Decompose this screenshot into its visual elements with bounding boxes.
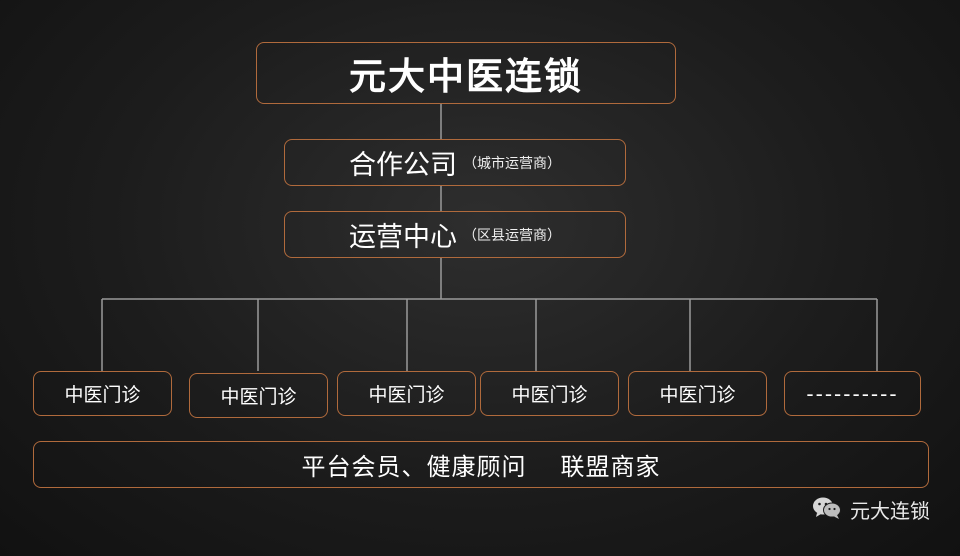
clinic-node-2: 中医门诊 (189, 373, 328, 418)
watermark: 元大连锁 (812, 495, 930, 524)
operation-center-label: 运营中心 (349, 222, 457, 253)
wechat-icon (812, 496, 842, 524)
clinic-label: 中医门诊 (64, 384, 141, 406)
bottom-left-label: 平台会员、健康顾问 (301, 453, 527, 481)
clinic-node-1: 中医门诊 (33, 371, 172, 416)
bottom-right-label: 联盟商家 (560, 453, 661, 481)
clinic-node-3: 中医门诊 (337, 371, 476, 416)
partner-company-note: （城市运营商） (463, 155, 561, 172)
top-node-yuanda-tcm-chain: 元大中医连锁 (256, 42, 676, 104)
clinic-label: 中医门诊 (511, 384, 588, 406)
clinic-node-placeholder: ---------- (784, 371, 921, 416)
bottom-node-members-and-merchants: 平台会员、健康顾问 联盟商家 (33, 441, 929, 488)
clinic-label: 中医门诊 (368, 384, 445, 406)
placeholder-dashes: ---------- (806, 381, 899, 406)
node-operation-center: 运营中心 （区县运营商） (284, 211, 626, 258)
clinic-node-5: 中医门诊 (628, 371, 767, 416)
operation-center-note: （区县运营商） (463, 227, 561, 244)
clinic-node-4: 中医门诊 (480, 371, 619, 416)
node-partner-company: 合作公司 （城市运营商） (284, 139, 626, 186)
top-node-label: 元大中医连锁 (349, 55, 583, 98)
clinic-label: 中医门诊 (659, 384, 736, 406)
partner-company-label: 合作公司 (349, 150, 457, 181)
clinic-label: 中医门诊 (220, 386, 297, 408)
watermark-text: 元大连锁 (850, 499, 930, 523)
